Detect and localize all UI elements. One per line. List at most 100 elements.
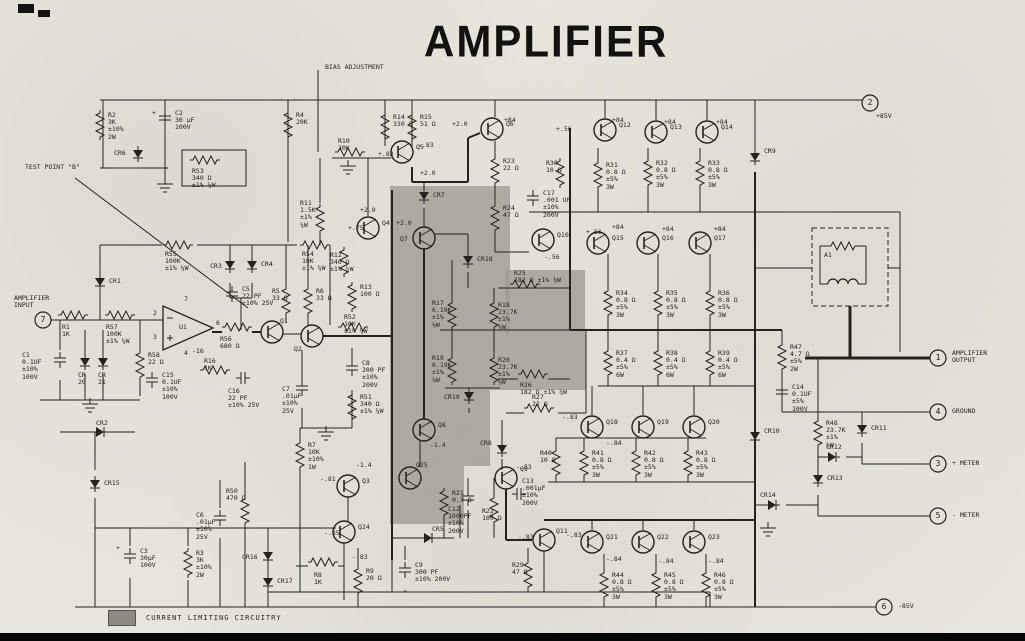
transistor-q16: Q16 <box>662 234 674 242</box>
label-line: Q21 <box>606 533 618 541</box>
label-line: R50 <box>226 487 238 495</box>
label-line: 0.4 Ω <box>666 356 686 365</box>
transistor-q21: Q21 <box>606 533 618 541</box>
transistor-q15: Q15 <box>612 234 624 242</box>
annotation: -.83 <box>562 413 578 421</box>
label-line: CR8 <box>480 439 492 447</box>
transistor-q22: Q22 <box>657 533 669 541</box>
annotation: +84 <box>716 118 728 126</box>
label-line: ⅛W <box>498 377 506 386</box>
label-line: ±1% ¼W <box>302 264 326 273</box>
label-line: R47 <box>790 343 802 351</box>
label-line: R41 <box>592 449 604 457</box>
label-line: 47 Ω <box>512 568 528 577</box>
label-line: 300 PF <box>415 568 439 577</box>
label-line: R54 <box>302 250 314 258</box>
terminal-number-3: 3 <box>935 459 941 468</box>
terminal-number-7: 7 <box>40 315 46 324</box>
label-line: Q12 <box>619 121 631 129</box>
transistor-q3: Q3 <box>362 477 370 485</box>
annotation: -.56 <box>544 253 560 261</box>
label-line: ±1% ¼W <box>360 407 384 416</box>
label-line: R34 <box>616 289 628 297</box>
label-line: R24 <box>503 204 515 212</box>
label-line: Q10 <box>557 231 569 239</box>
transistor-q14: Q14 <box>721 123 733 131</box>
label-line: ⅛W <box>498 322 506 331</box>
label-line: R32 <box>656 159 668 167</box>
transistor-q20: Q20 <box>708 418 720 426</box>
label-line: 3W <box>612 592 620 601</box>
label-line: ±5% <box>718 303 730 312</box>
diode-cr4: CR4 <box>261 260 273 268</box>
label-line: CR18 <box>477 255 493 263</box>
label-line: Q22 <box>657 533 669 541</box>
label-line: 0.8 Ω <box>606 168 626 177</box>
label-line: C13 <box>522 477 534 485</box>
transistor-q11: Q11 <box>556 527 568 535</box>
label-line: 22 PF <box>242 292 262 301</box>
label-line: C12 <box>448 505 460 513</box>
label-line: R35 <box>666 289 678 297</box>
annotation: -.81 <box>320 475 336 483</box>
label-line: ±10% <box>522 491 538 500</box>
label-line: 33 Ω <box>272 294 288 303</box>
annotation: -.84 <box>606 439 622 447</box>
label-line: R3 <box>196 549 204 557</box>
annotation: +84 <box>504 116 516 124</box>
annotation: +.75 <box>348 224 364 232</box>
label-line: ±5% <box>708 173 720 182</box>
annotation: + <box>116 544 120 552</box>
transistor-q24: Q24 <box>358 523 370 531</box>
label-line: 1K <box>204 364 212 373</box>
transistor-q6: Q6 <box>506 120 514 128</box>
label-line: 100K <box>106 330 122 339</box>
annotation: +84 <box>714 225 726 233</box>
terminal-number-1: 1 <box>935 353 941 362</box>
label-line: ±5% <box>696 463 708 472</box>
label-line: 100V <box>162 392 178 401</box>
annotation: 6 <box>216 319 220 327</box>
label-line: 2W <box>108 132 116 141</box>
label-line: R42 <box>644 449 656 457</box>
label-line: R36 <box>718 289 730 297</box>
annotation: 2 <box>153 309 157 317</box>
label-line: .01µF <box>196 518 216 527</box>
label-line: 3W <box>592 470 600 479</box>
transistor-q2: Q2 <box>294 345 302 353</box>
transistor-q23: Q23 <box>708 533 720 541</box>
label-line: ±10% 25V <box>242 299 274 308</box>
label-line: 3W <box>606 182 614 191</box>
label-line: CR14 <box>760 491 776 499</box>
diode-cr14: CR14 <box>760 491 776 499</box>
label-line: 0.8 Ω <box>656 166 676 175</box>
label-line: CR9 <box>764 147 776 155</box>
label-line: Q5 <box>416 143 424 151</box>
label-line: 100V <box>175 123 191 132</box>
label-line: ⅛W <box>432 375 440 384</box>
label-line: ±5% <box>790 357 802 366</box>
label-line: 1W <box>308 462 316 471</box>
label-line: ±10% 200V <box>415 575 451 584</box>
label-line: 340 Ω <box>330 258 350 267</box>
label-line: 0.3 Ω <box>452 496 472 505</box>
label-line: C15 <box>162 371 174 379</box>
label-line: 3W <box>718 310 726 319</box>
label-line: 200 PF <box>362 366 386 375</box>
